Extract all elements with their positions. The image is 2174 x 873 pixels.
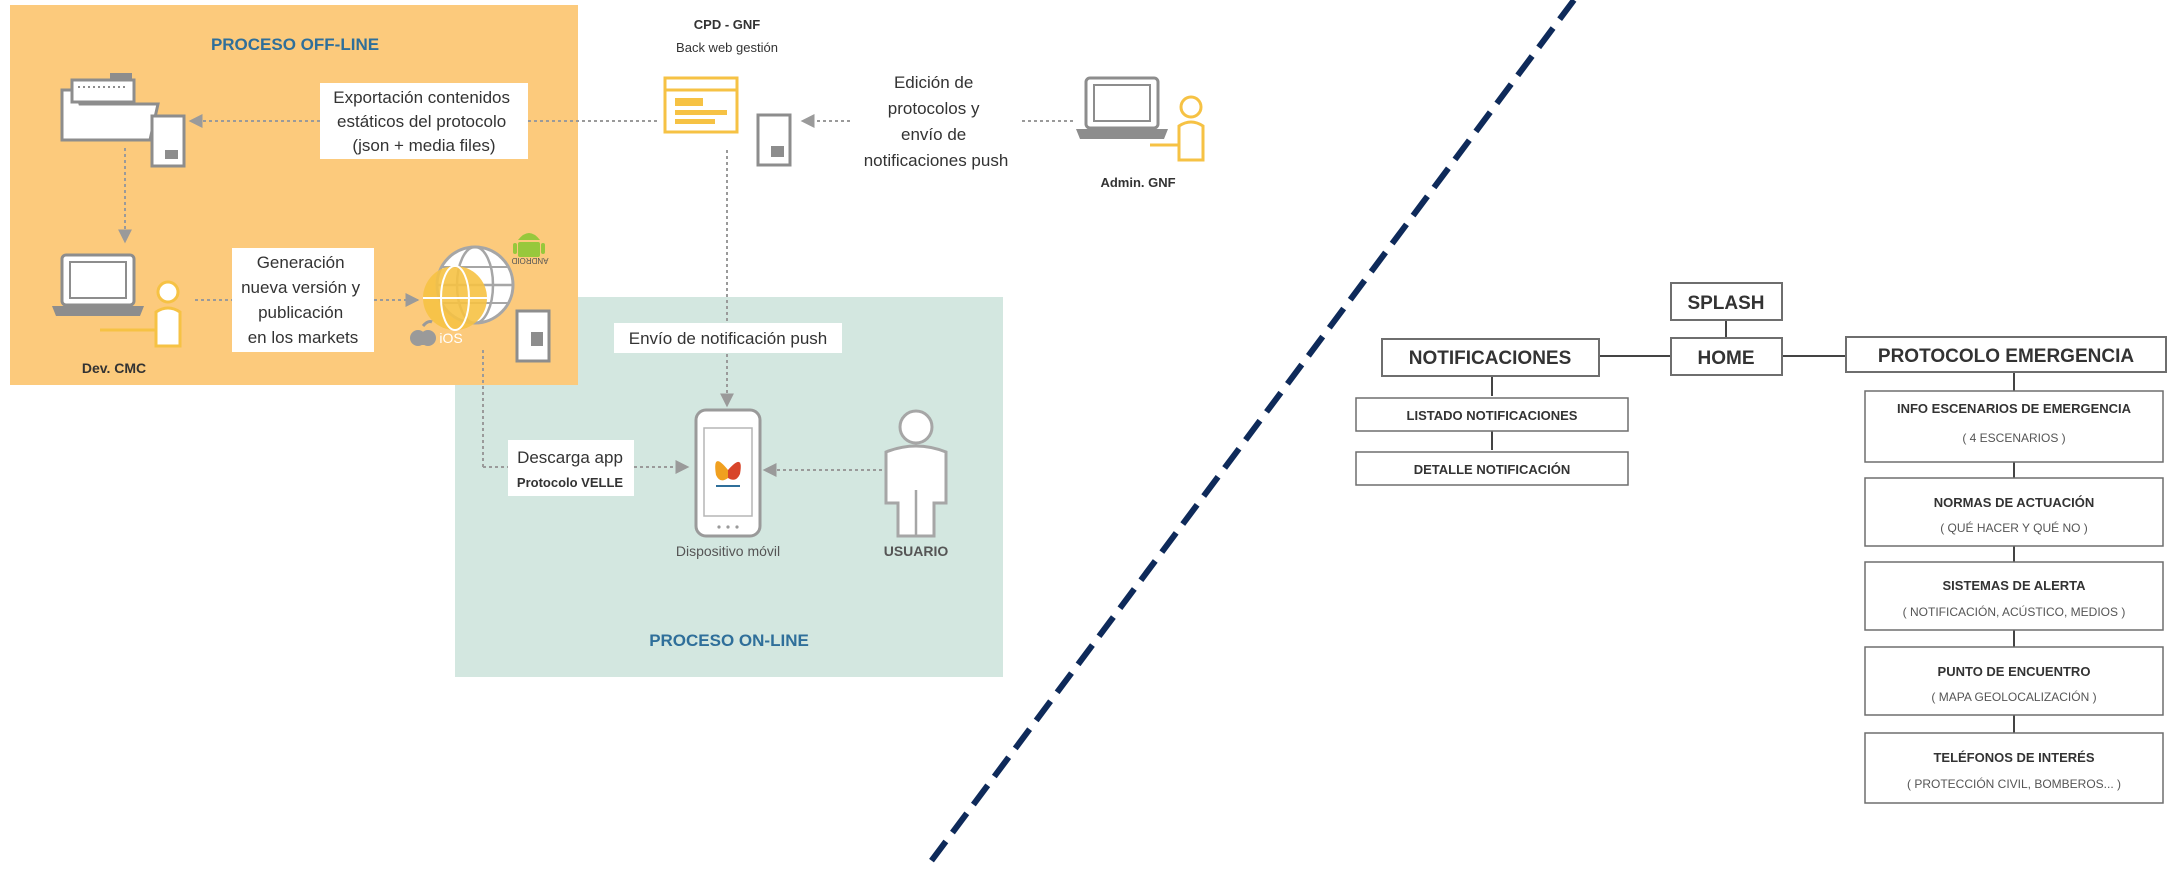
laptop-icon [52,253,144,316]
web-browser-icon [663,76,739,134]
download-sub-label: Protocolo VELLE [517,475,624,490]
ios-label: iOS [439,330,462,346]
separator-line [923,0,1577,870]
app-document-icon [515,309,551,363]
apple-icon [410,320,436,346]
android-label: ANDROID [511,256,548,265]
dev-label: Dev. CMC [82,360,146,376]
download-label: Descarga app [517,448,623,467]
edition-label: Edición de protocolos y envío de notific… [864,73,1009,170]
globe-icon [423,245,515,331]
protocol-item-node [1864,477,2164,547]
protocol-item-title: PUNTO DE ENCUENTRO [1938,664,2091,679]
protocol-item-title: SISTEMAS DE ALERTA [1942,578,2086,593]
protocol-item-node [1864,561,2164,631]
folder-icon [60,73,160,142]
protocol-item-title: TELÉFONOS DE INTERÉS [1933,750,2094,765]
android-icon [513,233,545,257]
push-label-box [614,323,842,353]
protocolo-label: PROTOCOLO EMERGENCIA [1878,346,2134,367]
admin-laptop-icon [1076,76,1168,139]
protocol-item-node [1864,646,2164,716]
notif-item-node [1355,451,1629,486]
notif-item-node [1355,397,1629,432]
home-node [1670,337,1783,376]
export-label-box [320,83,528,159]
online-title: PROCESO ON-LINE [649,631,809,650]
generation-label: Generación nueva versión y publicación e… [241,253,365,347]
notificaciones-label: NOTIFICACIONES [1409,348,1572,369]
butterfly-logo-icon [715,461,741,487]
protocol-item-sub: ( NOTIFICACIÓN, ACÚSTICO, MEDIOS ) [1903,604,2126,619]
developer-person-icon [100,280,182,348]
protocol-item-title: NORMAS DE ACTUACIÓN [1934,495,2095,510]
admin-person-icon [1150,95,1205,162]
cpd-subtitle: Back web gestión [676,40,778,55]
protocol-item-sub: ( PROTECCIÓN CIVIL, BOMBEROS... ) [1907,776,2121,791]
protocol-item-sub: ( 4 ESCENARIOS ) [1962,431,2065,445]
sitemap [1491,320,2015,733]
splash-label: SPLASH [1687,293,1764,314]
generation-label-box [232,248,374,352]
protocol-item-node [1864,390,2164,463]
document-icon [150,114,186,168]
protocol-item-sub: ( MAPA GEOLOCALIZACIÓN ) [1931,689,2096,704]
admin-label: Admin. GNF [1100,175,1175,190]
protocolo-node [1845,336,2167,373]
notif-item-label: LISTADO NOTIFICACIONES [1407,408,1578,423]
notif-item-label: DETALLE NOTIFICACIÓN [1414,462,1570,477]
device-label: Dispositivo móvil [676,543,780,559]
download-label-box [508,440,634,496]
server-document-icon [756,113,792,167]
protocol-item-title: INFO ESCENARIOS DE EMERGENCIA [1897,401,2132,416]
user-label: USUARIO [884,543,949,559]
protocol-item-node [1864,732,2164,804]
home-label: HOME [1698,348,1755,369]
push-label: Envío de notificación push [629,329,827,348]
protocol-item-sub: ( QUÉ HACER Y QUÉ NO ) [1940,520,2088,535]
notificaciones-node [1381,338,1600,377]
export-label: Exportación contenidos estáticos del pro… [333,88,514,155]
offline-title: PROCESO OFF-LINE [211,35,379,54]
user-person-icon [884,409,948,538]
cpd-title: CPD - GNF [694,17,761,32]
splash-node [1670,282,1783,321]
